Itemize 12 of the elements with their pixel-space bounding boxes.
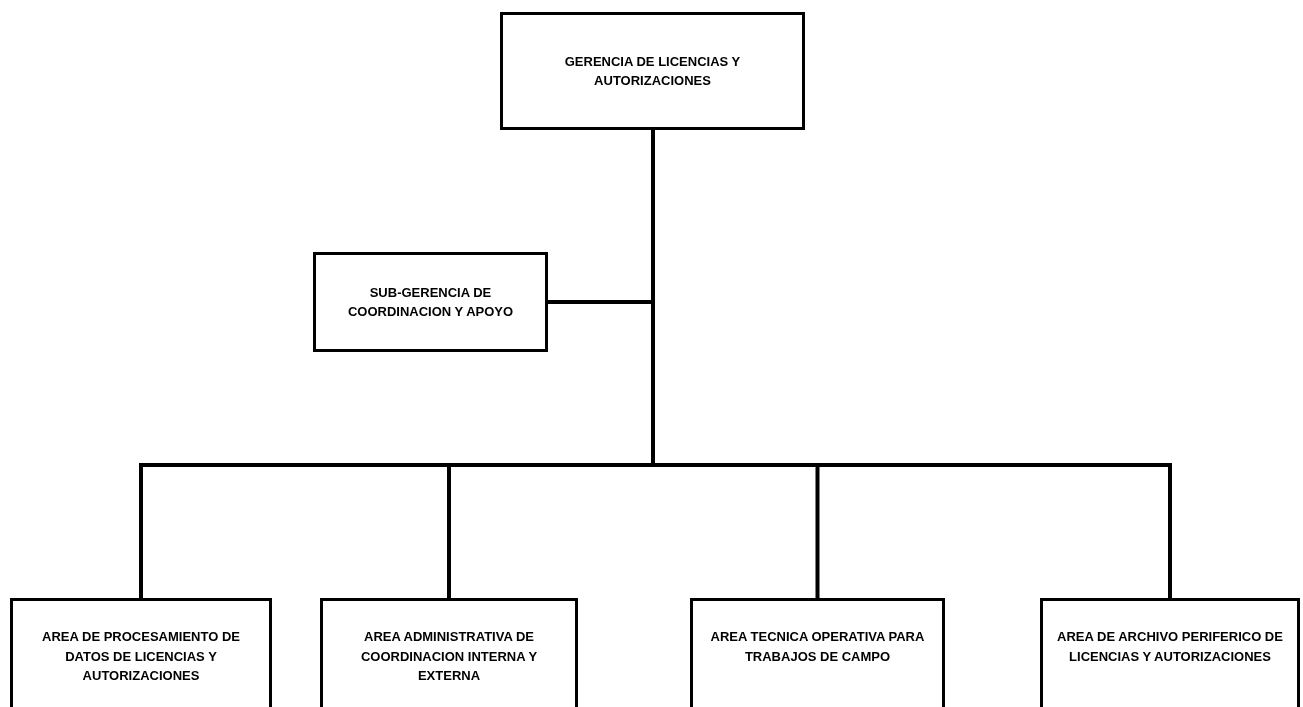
org-box <box>313 252 548 352</box>
unit-name: GERENCIA DE LICENCIAS Y AUTORIZACIONES <box>563 52 742 90</box>
unit-name: AREA DE ARCHIVO PERIFERICO DE LICENCIAS Y AUTORIZACIONES <box>1056 628 1284 666</box>
unit-name: AREA DE PROCESAMIENTO DE DATOS DE LICENCIAS Y AUTORIZACIONES <box>41 628 241 685</box>
org-box <box>1040 598 1300 707</box>
org-box <box>10 598 272 707</box>
org-box <box>500 12 805 130</box>
org-box <box>320 598 578 707</box>
unit-name: SUB-GERENCIA DE COORDINACION Y APOYO <box>346 283 515 321</box>
unit-name: AREA TECNICA OPERATIVA PARA TRABAJOS DE CAMPO <box>709 628 926 666</box>
unit-name: AREA ADMINISTRATIVA DE COORDINACION INTERNA Y EXTERNA <box>359 628 539 685</box>
org-box <box>690 598 945 707</box>
